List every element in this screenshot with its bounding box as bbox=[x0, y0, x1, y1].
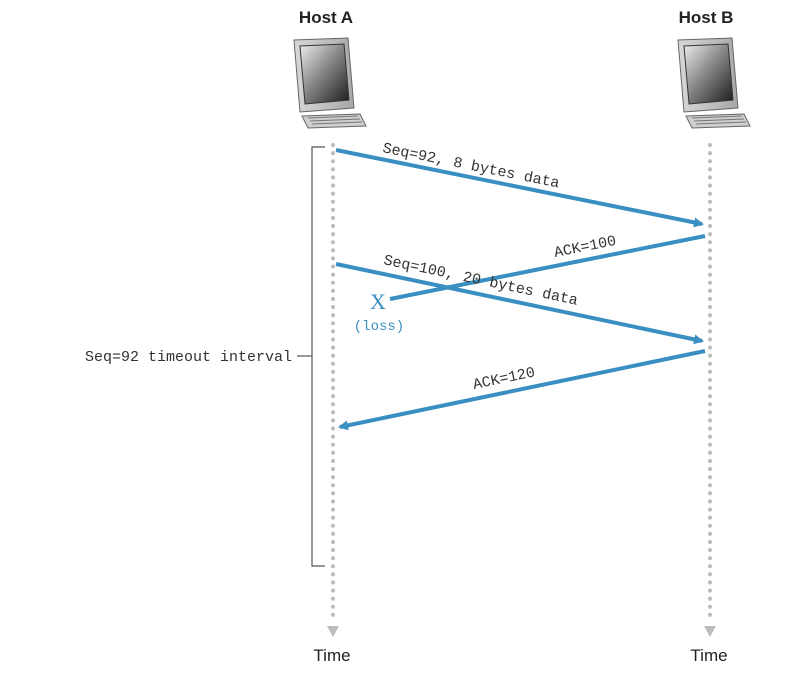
segment-seq92-arrow bbox=[335, 148, 704, 228]
host-b-label: Host B bbox=[679, 8, 734, 27]
loss-label: (loss) bbox=[354, 319, 404, 335]
host-b-computer-icon bbox=[677, 37, 751, 129]
timeout-interval-label: Seq=92 timeout interval bbox=[85, 349, 292, 366]
host-a-label: Host A bbox=[299, 8, 353, 27]
host-b-time-label: Time bbox=[690, 646, 727, 665]
segment-seq100-arrow bbox=[335, 262, 704, 345]
ack100-label: ACK=100 bbox=[553, 233, 618, 262]
ack120-arrow bbox=[338, 349, 706, 431]
loss-marker: X bbox=[370, 289, 386, 314]
host-a-computer-icon bbox=[293, 37, 367, 129]
host-a-time-arrow bbox=[327, 626, 339, 637]
ack100-arrow bbox=[389, 234, 706, 301]
host-b-time-arrow bbox=[704, 626, 716, 637]
timeout-bracket bbox=[311, 146, 325, 567]
host-a-time-label: Time bbox=[313, 646, 350, 665]
